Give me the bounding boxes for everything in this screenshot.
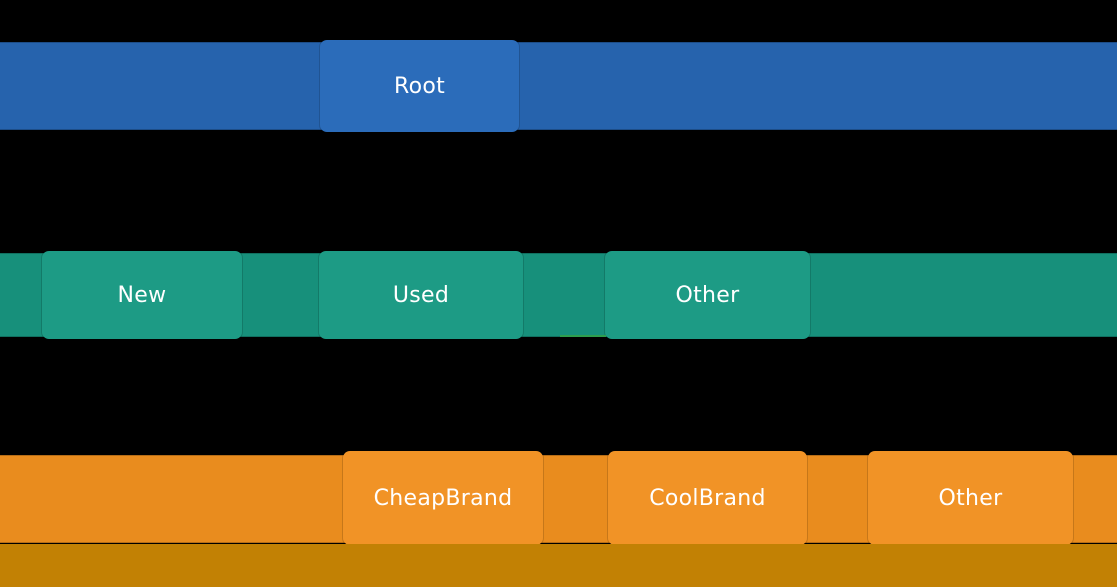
node-label: Other — [938, 485, 1003, 511]
node-label: Other — [675, 282, 740, 308]
node-label: CheapBrand — [373, 485, 513, 511]
node-other-level-1[interactable]: Other — [605, 251, 810, 339]
node-new-level-1[interactable]: New — [42, 251, 242, 339]
node-root-level-0[interactable]: Root — [320, 40, 519, 132]
green-edge-sliver — [560, 335, 606, 337]
node-coolbrand-level-2[interactable]: CoolBrand — [608, 451, 807, 545]
node-cheapbrand-level-2[interactable]: CheapBrand — [343, 451, 543, 545]
level-0-band — [0, 42, 1117, 130]
node-label: CoolBrand — [649, 485, 766, 511]
node-label: Root — [393, 73, 446, 99]
level-3-clipped-band — [0, 544, 1117, 587]
node-label: New — [117, 282, 167, 308]
node-used-level-1[interactable]: Used — [319, 251, 523, 339]
node-label: Used — [392, 282, 450, 308]
node-other-level-2[interactable]: Other — [868, 451, 1073, 545]
